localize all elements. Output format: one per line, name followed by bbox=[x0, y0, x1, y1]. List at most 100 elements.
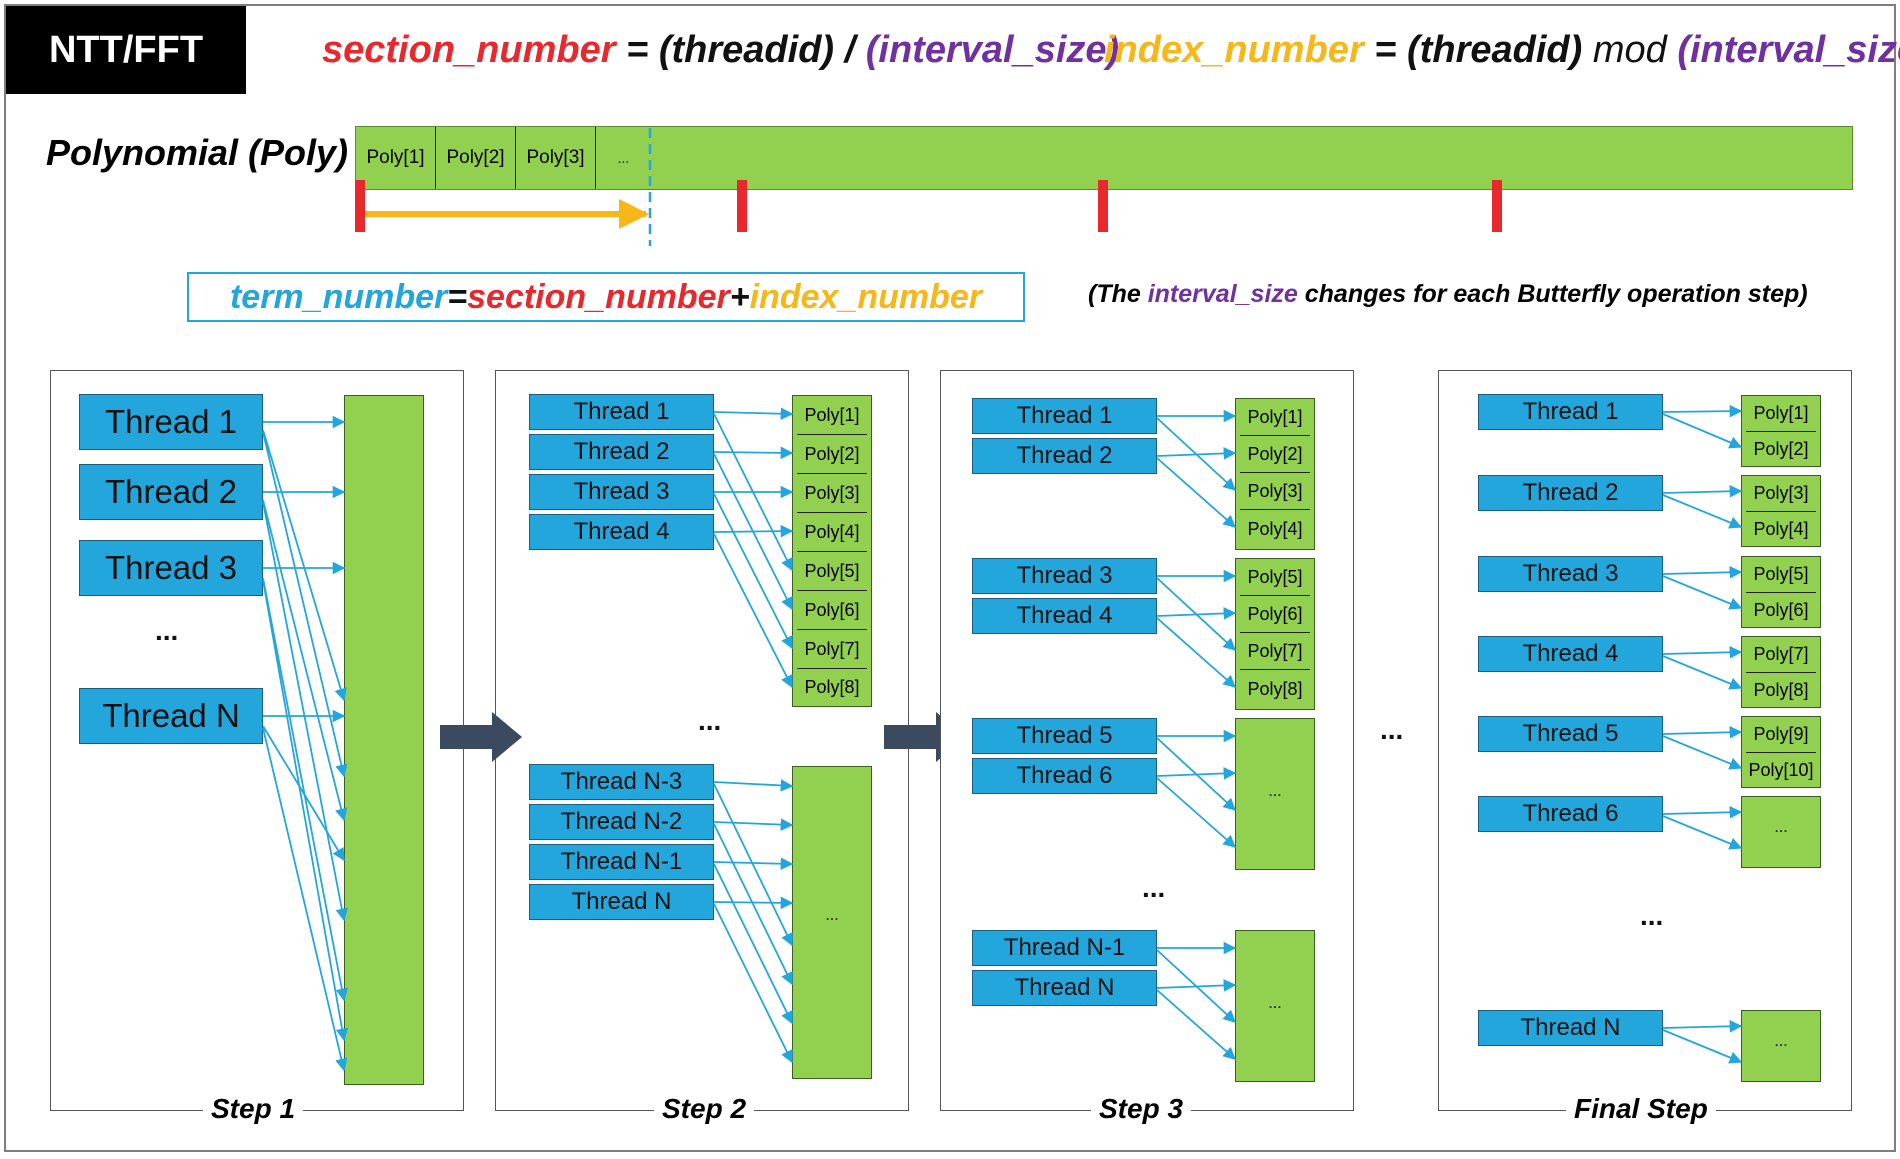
final-thread: Thread N bbox=[1478, 1010, 1663, 1046]
polynomial-label: Polynomial (Poly) bbox=[46, 132, 349, 173]
final-ellipsis: ... bbox=[1640, 900, 1664, 931]
step3-poly-cell: Poly[4] bbox=[1247, 518, 1303, 539]
final-thread: Thread 5 bbox=[1478, 716, 1663, 752]
index-number-term: index_number bbox=[749, 277, 982, 316]
final-poly-block: Poly[5] Poly[6] bbox=[1741, 556, 1821, 628]
step3-poly-cell: Poly[8] bbox=[1247, 678, 1303, 699]
step3-thread: Thread 4 bbox=[972, 598, 1157, 634]
note-suffix: changes for each Butterfly operation ste… bbox=[1297, 280, 1808, 308]
final-poly-cell: Poly[3] bbox=[1746, 476, 1816, 512]
step2-thread: Thread 1 bbox=[529, 394, 714, 430]
final-poly-block: Poly[1] Poly[2] bbox=[1741, 395, 1821, 467]
step3-poly-block-b: Poly[5] Poly[6] Poly[7] Poly[8] bbox=[1235, 558, 1315, 710]
step-transition-arrow bbox=[440, 712, 522, 767]
step3-thread: Thread 1 bbox=[972, 398, 1157, 434]
final-thread: Thread 2 bbox=[1478, 475, 1663, 511]
step3-poly-block-a: Poly[1] Poly[2] Poly[3] Poly[4] bbox=[1235, 398, 1315, 550]
step1-thread: Thread 1 bbox=[79, 394, 263, 450]
step3-thread: Thread 3 bbox=[972, 558, 1157, 594]
final-poly-block: Poly[9] Poly[10] bbox=[1741, 716, 1821, 788]
step2-thread: Thread 4 bbox=[529, 514, 714, 550]
section-number-term: section_number bbox=[467, 277, 730, 316]
step3-thread: Thread 2 bbox=[972, 438, 1157, 474]
final-poly-cell: Poly[8] bbox=[1753, 679, 1809, 700]
step2-poly-cell: Poly[7] bbox=[797, 630, 867, 669]
step1-label: Step 1 bbox=[203, 1093, 304, 1125]
term-number-formula: term_number = section_number + index_num… bbox=[187, 272, 1025, 322]
step2-poly-cell: Poly[8] bbox=[804, 677, 860, 697]
final-poly-cell: Poly[5] bbox=[1746, 557, 1816, 593]
final-poly-block: ... bbox=[1741, 1010, 1821, 1082]
step3-thread: Thread 5 bbox=[972, 718, 1157, 754]
step2-thread: Thread 2 bbox=[529, 434, 714, 470]
final-thread: Thread 4 bbox=[1478, 636, 1663, 672]
formula-mod: mod bbox=[1582, 29, 1678, 71]
formula-divide: / bbox=[834, 29, 866, 71]
final-poly-cell: Poly[6] bbox=[1753, 599, 1809, 620]
final-thread: Thread 6 bbox=[1478, 796, 1663, 832]
step2-thread: Thread N-2 bbox=[529, 804, 714, 840]
step2-thread: Thread N-1 bbox=[529, 844, 714, 880]
step3-block-ellipsis: ... bbox=[1268, 995, 1282, 1012]
step1-thread: Thread N bbox=[79, 688, 263, 744]
final-poly-block: Poly[7] Poly[8] bbox=[1741, 636, 1821, 708]
index-number-term: index_number bbox=[1104, 29, 1364, 71]
step2-thread: Thread 3 bbox=[529, 474, 714, 510]
section-number-term: section_number bbox=[322, 29, 616, 71]
formula-plus: + bbox=[729, 277, 750, 316]
step2-thread: Thread N bbox=[529, 884, 714, 920]
final-thread: Thread 3 bbox=[1478, 556, 1663, 592]
step3-poly-block-c: ... bbox=[1235, 718, 1315, 870]
diagram-title: NTT/FFT bbox=[6, 6, 246, 94]
step2-ellipsis: ... bbox=[698, 705, 722, 736]
poly-cell: Poly[3] bbox=[516, 127, 596, 189]
step2-poly-cell: Poly[5] bbox=[797, 552, 867, 591]
final-poly-cell: Poly[10] bbox=[1748, 759, 1814, 780]
step3-poly-cell: Poly[7] bbox=[1240, 633, 1310, 670]
step3-label: Step 3 bbox=[1091, 1093, 1192, 1125]
step2-thread: Thread N-3 bbox=[529, 764, 714, 800]
polynomial-bar: Poly[1] Poly[2] Poly[3] ... bbox=[355, 126, 1853, 190]
note-prefix: (The bbox=[1088, 280, 1148, 308]
step1-ellipsis: ... bbox=[155, 615, 179, 646]
formula-equals: = bbox=[1363, 29, 1408, 71]
outer-frame bbox=[4, 4, 1896, 1152]
step3-poly-cell: Poly[6] bbox=[1240, 596, 1310, 633]
final-poly-cell: Poly[2] bbox=[1753, 438, 1809, 459]
note-interval-size: interval_size bbox=[1147, 280, 1298, 308]
step2-poly-cell: Poly[4] bbox=[797, 513, 867, 552]
final-poly-block: ... bbox=[1741, 796, 1821, 868]
step2-poly-cell: Poly[3] bbox=[797, 474, 867, 513]
poly-cell: Poly[1] bbox=[356, 127, 436, 189]
final-step-label: Final Step bbox=[1566, 1093, 1716, 1125]
step3-block-ellipsis: ... bbox=[1268, 783, 1282, 800]
step3-thread: Thread N-1 bbox=[972, 930, 1157, 966]
step3-poly-cell: Poly[1] bbox=[1240, 399, 1310, 436]
poly-cell: Poly[2] bbox=[436, 127, 516, 189]
step3-poly-cell: Poly[2] bbox=[1240, 436, 1310, 473]
poly-cell-ellipsis: ... bbox=[617, 150, 630, 166]
index-number-formula: index_number = (threadid) mod (interval_… bbox=[1104, 22, 1900, 78]
right-arrow-icon bbox=[440, 712, 522, 762]
step1-thread: Thread 3 bbox=[79, 540, 263, 596]
final-poly-cell: Poly[7] bbox=[1746, 637, 1816, 673]
step3-poly-block-d: ... bbox=[1235, 930, 1315, 1082]
threadid-term: (threadid) bbox=[658, 29, 835, 71]
final-block-ellipsis: ... bbox=[1774, 819, 1788, 836]
step3-thread: Thread 6 bbox=[972, 758, 1157, 794]
interval-size-term: (interval_size) bbox=[1677, 29, 1900, 71]
section-number-formula: section_number = (threadid) / (interval_… bbox=[322, 22, 1119, 78]
step1-poly-block bbox=[344, 395, 424, 1085]
final-block-ellipsis: ... bbox=[1774, 1033, 1788, 1050]
interval-size-term: (interval_size) bbox=[865, 29, 1120, 71]
step3-ellipsis: ... bbox=[1142, 872, 1166, 903]
step2-poly-block-top: Poly[1] Poly[2] Poly[3] Poly[4] Poly[5] … bbox=[792, 395, 872, 707]
step3-poly-cell: Poly[5] bbox=[1240, 559, 1310, 596]
step2-poly-cell: Poly[2] bbox=[797, 435, 867, 474]
interval-size-note: (The interval_size changes for each Butt… bbox=[1088, 280, 1808, 309]
final-poly-cell: Poly[4] bbox=[1753, 518, 1809, 539]
term-number-term: term_number bbox=[229, 277, 448, 316]
between-steps-ellipsis: ... bbox=[1380, 714, 1404, 745]
step2-label: Step 2 bbox=[654, 1093, 755, 1125]
